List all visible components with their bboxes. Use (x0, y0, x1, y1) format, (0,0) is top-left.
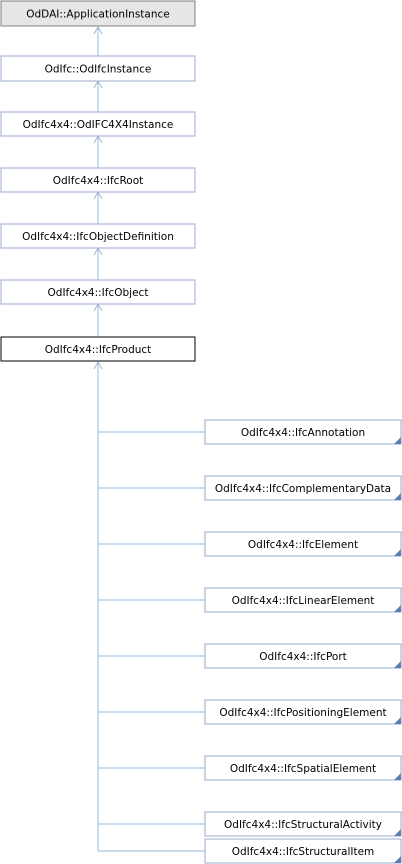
node-ifc-linear-element[interactable]: OdIfc4x4::IfcLinearElement (204, 587, 402, 613)
corner-marker (394, 856, 401, 863)
inheritance-edges (97, 27, 205, 852)
node-ifc-element[interactable]: OdIfc4x4::IfcElement (204, 531, 402, 557)
node-label: OdDAI::ApplicationInstance (26, 9, 170, 21)
node-label: OdIfc4x4::IfcStructuralItem (232, 846, 375, 858)
corner-marker (394, 717, 401, 724)
corner-marker (394, 829, 401, 836)
node-ifc-port[interactable]: OdIfc4x4::IfcPort (204, 643, 402, 669)
node-application-instance[interactable]: OdDAI::ApplicationInstance (0, 0, 196, 27)
node-ifc-positioning-element[interactable]: OdIfc4x4::IfcPositioningElement (204, 699, 402, 725)
node-label: OdIfc4x4::IfcComplementaryData (215, 483, 391, 495)
corner-marker (394, 549, 401, 556)
node-label: OdIfc4x4::IfcElement (248, 539, 358, 551)
node-odifc-instance[interactable]: OdIfc::OdIfcInstance (0, 55, 196, 82)
node-label: OdIfc4x4::IfcStructuralActivity (224, 819, 382, 831)
node-ifc-product[interactable]: OdIfc4x4::IfcProduct (0, 336, 196, 362)
corner-marker (394, 437, 401, 444)
corner-marker (394, 773, 401, 780)
node-ifc-complementary-data[interactable]: OdIfc4x4::IfcComplementaryData (204, 475, 402, 501)
node-ifc-object[interactable]: OdIfc4x4::IfcObject (0, 279, 196, 305)
node-label: OdIfc4x4::IfcSpatialElement (230, 763, 376, 775)
node-ifc-spatial-element[interactable]: OdIfc4x4::IfcSpatialElement (204, 755, 402, 781)
corner-marker (394, 605, 401, 612)
node-label: OdIfc4x4::IfcProduct (45, 344, 152, 356)
node-ifc-annotation[interactable]: OdIfc4x4::IfcAnnotation (204, 419, 402, 445)
arrowhead-product (93, 360, 103, 370)
node-label: OdIfc4x4::IfcObject (48, 287, 149, 299)
node-ifc4x4-instance[interactable]: OdIfc4x4::OdIFC4X4Instance (0, 111, 196, 137)
node-label: OdIfc4x4::IfcAnnotation (241, 427, 365, 439)
node-ifc-structural-item[interactable]: OdIfc4x4::IfcStructuralItem (204, 838, 402, 864)
node-label: OdIfc4x4::IfcLinearElement (232, 595, 375, 607)
arrowhead-application (93, 25, 103, 35)
node-label: OdIfc4x4::IfcPort (259, 651, 347, 663)
node-ifc-root[interactable]: OdIfc4x4::IfcRoot (0, 167, 196, 193)
node-ifc-object-definition[interactable]: OdIfc4x4::IfcObjectDefinition (0, 223, 196, 249)
node-label: OdIfc4x4::OdIFC4X4Instance (23, 119, 174, 131)
node-label: OdIfc4x4::IfcRoot (53, 175, 144, 187)
corner-marker (394, 493, 401, 500)
node-label: OdIfc4x4::IfcPositioningElement (219, 707, 386, 719)
corner-marker (394, 661, 401, 668)
node-label: OdIfc4x4::IfcObjectDefinition (22, 231, 174, 243)
node-ifc-structural-activity[interactable]: OdIfc4x4::IfcStructuralActivity (204, 811, 402, 837)
node-label: OdIfc::OdIfcInstance (45, 64, 152, 76)
